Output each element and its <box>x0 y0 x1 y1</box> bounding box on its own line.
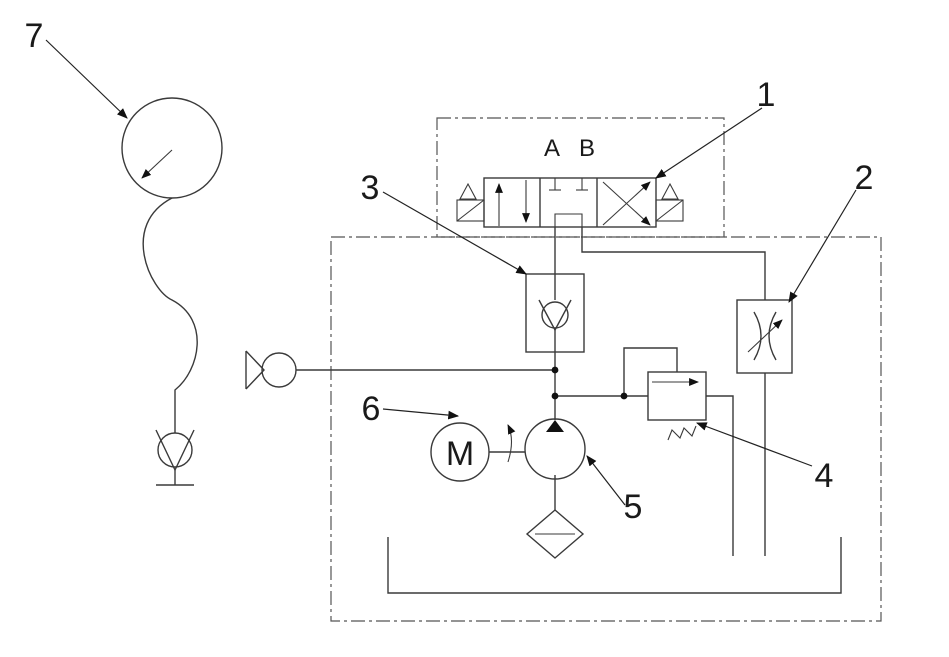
callout-4: 4 <box>815 457 834 495</box>
power-unit-enclosure <box>330 236 882 622</box>
suction-filter <box>525 509 585 559</box>
directional-control-valve <box>456 177 684 228</box>
junction-dot <box>551 366 559 374</box>
electric-motor <box>430 422 525 482</box>
callout-1: 1 <box>757 76 776 114</box>
junction-dot <box>551 392 559 400</box>
check-valve <box>525 273 585 353</box>
callout-6: 6 <box>362 390 381 428</box>
callout-7: 7 <box>25 17 44 55</box>
leader-lines <box>45 39 857 506</box>
quick-coupling <box>245 350 297 390</box>
tank <box>387 537 842 594</box>
hydraulic-lines <box>296 227 766 556</box>
relief-valve <box>647 371 707 441</box>
port-b-label: B <box>579 135 595 162</box>
gauge-coupling <box>155 429 195 486</box>
pressure-gauge <box>121 97 223 199</box>
callout-2: 2 <box>855 159 874 197</box>
gauge-hose <box>142 197 198 433</box>
flow-control-valve <box>736 299 793 374</box>
motor-symbol-label: M <box>446 435 474 473</box>
callout-5: 5 <box>624 488 643 526</box>
callout-3: 3 <box>361 169 380 207</box>
port-a-label: A <box>544 135 560 162</box>
hydraulic-pump <box>507 418 586 480</box>
valve-enclosure <box>436 117 725 238</box>
junction-dot <box>620 392 628 400</box>
